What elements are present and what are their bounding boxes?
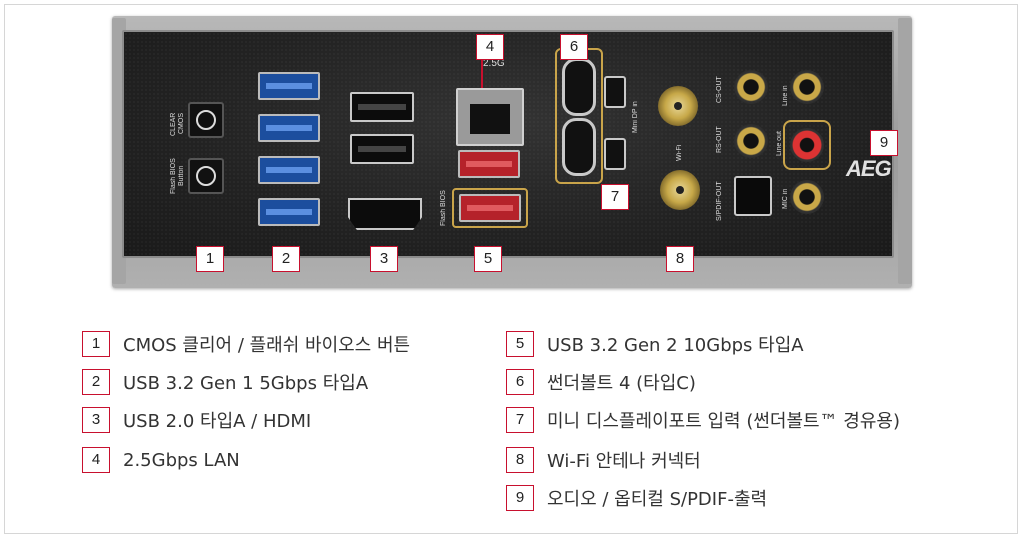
- mini-dp-in-label: Mini DP in: [632, 101, 639, 133]
- wifi-antenna-connector[interactable]: [660, 170, 700, 210]
- legend-text: USB 3.2 Gen 2 10Gbps 타입A: [547, 335, 804, 356]
- cs-out-jack[interactable]: [734, 70, 768, 104]
- legend-item: 8 Wi-Fi 안테나 커넥터: [506, 446, 701, 474]
- thunderbolt-4-port[interactable]: [562, 118, 596, 176]
- callout-lead: [481, 58, 483, 88]
- legend-text: 오디오 / 옵티컬 S/PDIF-출력: [547, 489, 768, 510]
- line-out-frame: [783, 120, 831, 170]
- line-in-jack[interactable]: [790, 70, 824, 104]
- usb-3-gen1-port[interactable]: [258, 156, 320, 184]
- mini-dp-in-port[interactable]: [604, 138, 626, 170]
- usb-2-port[interactable]: [350, 134, 414, 164]
- usb-3-gen1-port[interactable]: [258, 114, 320, 142]
- usb-3-gen1-port[interactable]: [258, 72, 320, 100]
- aeg-logo: AEG: [846, 156, 892, 181]
- spdif-out-label: S/PDIF-OUT: [716, 181, 723, 221]
- callout-6: 6: [560, 34, 588, 60]
- rs-out-jack[interactable]: [734, 124, 768, 158]
- flash-bios-label: Flash BIOS: [440, 190, 447, 226]
- thunderbolt-4-port[interactable]: [562, 58, 596, 116]
- flash-bios-button[interactable]: [188, 158, 224, 194]
- legend-text: USB 2.0 타입A / HDMI: [123, 411, 312, 432]
- usb-3-gen2-port[interactable]: [458, 150, 520, 178]
- line-out-jack[interactable]: [790, 128, 824, 162]
- hdmi-port[interactable]: [348, 198, 422, 230]
- mic-in-jack[interactable]: [790, 180, 824, 214]
- legend-number: 2: [82, 369, 110, 395]
- legend-item: 7 미니 디스플레이포트 입력 (썬더볼트™ 경유용): [506, 406, 900, 434]
- legend-number: 6: [506, 369, 534, 395]
- callout-3: 3: [370, 246, 398, 272]
- legend-item: 6 썬더볼트 4 (타입C): [506, 368, 696, 396]
- lan-speed-label: 2.5G: [483, 58, 505, 69]
- spdif-optical-port[interactable]: [734, 176, 772, 216]
- legend-text: CMOS 클리어 / 플래쉬 바이오스 버튼: [123, 335, 411, 356]
- flash-bios-port-frame: [452, 188, 528, 228]
- lan-port[interactable]: [456, 88, 524, 146]
- rs-out-label: RS-OUT: [716, 126, 723, 154]
- clear-cmos-button[interactable]: [188, 102, 224, 138]
- legend-item: 1 CMOS 클리어 / 플래쉬 바이오스 버튼: [82, 330, 410, 358]
- mic-in-label: MIC in: [782, 188, 789, 210]
- callout-1: 1: [196, 246, 224, 272]
- flash-bios-button-label: Flash BIOS Button: [170, 158, 185, 194]
- legend-number: 3: [82, 407, 110, 433]
- usb-3-gen1-port[interactable]: [258, 198, 320, 226]
- callout-9: 9: [870, 130, 898, 156]
- legend-item: 3 USB 2.0 타입A / HDMI: [82, 406, 311, 434]
- legend-number: 1: [82, 331, 110, 357]
- legend-text: Wi-Fi 안테나 커넥터: [547, 451, 701, 472]
- legend-item: 9 오디오 / 옵티컬 S/PDIF-출력: [506, 484, 767, 512]
- cs-out-label: CS-OUT: [716, 76, 723, 104]
- legend-text: 썬더볼트 4 (타입C): [547, 373, 696, 394]
- line-out-label: Line out: [776, 131, 783, 157]
- callout-8: 8: [666, 246, 694, 272]
- legend-number: 8: [506, 447, 534, 473]
- callout-7: 7: [601, 184, 629, 210]
- legend-number: 4: [82, 447, 110, 473]
- line-in-label: Line in: [782, 85, 789, 107]
- usb-2-port[interactable]: [350, 92, 414, 122]
- legend-text: 미니 디스플레이포트 입력 (썬더볼트™ 경유용): [547, 411, 901, 432]
- mini-dp-in-port[interactable]: [604, 76, 626, 108]
- shield-tab-right: [898, 18, 912, 284]
- usb-3-gen2-flash-bios-port[interactable]: [459, 194, 521, 222]
- legend-text: 2.5Gbps LAN: [123, 449, 240, 471]
- wifi-label: Wi-Fi: [676, 144, 683, 162]
- legend-item: 5 USB 3.2 Gen 2 10Gbps 타입A: [506, 330, 804, 358]
- callout-5: 5: [474, 246, 502, 272]
- legend-number: 9: [506, 485, 534, 511]
- legend-number: 5: [506, 331, 534, 357]
- legend-number: 7: [506, 407, 534, 433]
- legend-item: 4 2.5Gbps LAN: [82, 446, 240, 474]
- wifi-antenna-connector[interactable]: [658, 86, 698, 126]
- callout-4: 4: [476, 34, 504, 60]
- legend-text: USB 3.2 Gen 1 5Gbps 타입A: [123, 373, 369, 394]
- callout-2: 2: [272, 246, 300, 272]
- legend-item: 2 USB 3.2 Gen 1 5Gbps 타입A: [82, 368, 368, 396]
- clear-cmos-label: CLEAR CMOS: [170, 112, 185, 136]
- figure-frame: [4, 4, 1018, 534]
